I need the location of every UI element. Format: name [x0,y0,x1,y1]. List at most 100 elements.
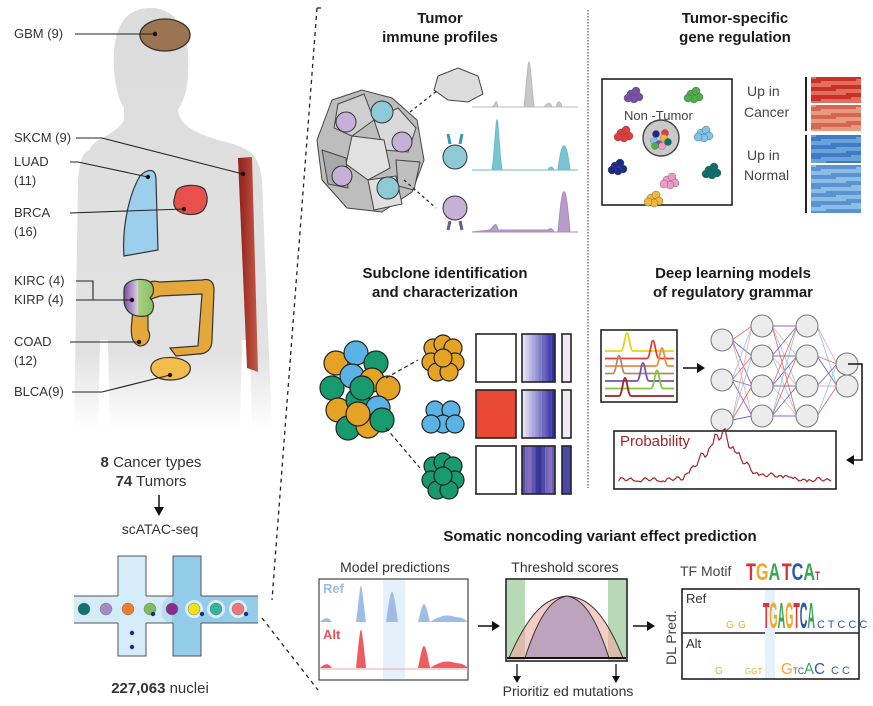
nn-edge [816,325,838,387]
subclone-cell [433,348,453,368]
label-brca-count: (16) [14,224,38,239]
heatmap-cell [826,143,831,145]
peak-stripe [545,334,549,382]
heatmap-cell [826,139,831,141]
cluster-cell [683,93,693,103]
heatmap-cell [816,123,821,125]
heatmap-cell [811,159,816,161]
heatmap-cell [856,81,861,83]
heatmap-cell [826,89,831,91]
heatmap-cell [856,155,861,157]
cluster-cell [693,132,703,142]
cluster-cell [623,93,633,103]
heatmap-cell [811,209,816,211]
peak-stripe [545,390,549,438]
output-arrow-connector [846,363,863,465]
heatmap-cell [841,195,846,197]
heatmap-cell [831,149,836,151]
heatmap-cell [811,155,816,157]
non-tumor-label: Non -Tumor [624,108,693,123]
heatmap-cell [816,181,821,183]
input-tracks [600,329,678,403]
heatmap-cell [821,123,826,125]
model-predictions-label: Model predictions [340,559,450,575]
peak-stripe [548,334,552,382]
heatmap-cell [856,159,861,161]
heatmap-cell [851,127,856,129]
tumor-cell-cluster [316,89,425,213]
heatmap-cell [841,125,846,127]
mixed-cell [664,138,672,146]
peak-stripe [551,446,556,494]
heatmap-cell [816,177,821,179]
heatmap-cell [826,145,831,147]
heatmap-cell [816,211,821,213]
bladder-blca [150,356,191,381]
heatmap-cell [816,83,821,85]
heatmap-cell [846,175,851,177]
heatmap-cell [811,105,816,107]
heatmap-cell [816,121,821,123]
colon-coad [130,278,215,357]
heatmap-cell [851,189,856,191]
heatmap-cell [811,127,816,129]
heatmap-cell [816,85,821,87]
input-track [605,362,674,382]
peak-stripe [541,334,546,382]
heatmap-cell [841,185,846,187]
heatmap-cell [856,87,861,89]
heatmap-cell [831,177,836,179]
heatmap-cell [826,87,831,89]
heatmap-cell [821,169,826,171]
heatmap-cell [841,151,846,153]
heatmap-cell [856,137,861,139]
heatmap-cell [826,135,831,137]
heatmap-cell [826,173,831,175]
heatmap-cell [811,115,816,117]
heatmap-cell [831,81,836,83]
heatmap-cell [836,187,841,189]
heatmap-cell [831,143,836,145]
heatmap-cell [851,89,856,91]
heatmap-cell [851,169,856,171]
heatmap-cell [821,135,826,137]
heatmap-cell [856,191,861,193]
peak-stripe [525,446,529,494]
heatmap-cell [846,137,851,139]
heatmap-cell [841,153,846,155]
heatmap-cell [856,189,861,191]
heatmap-cell [831,165,836,167]
heatmap-cell [836,159,841,161]
heatmap-cell [841,197,846,199]
heatmap-cell [856,121,861,123]
heatmap-cell [836,171,841,173]
heatmap-cell [821,127,826,129]
heatmap-cell [836,143,841,145]
heatmap-cell [836,115,841,117]
heatmap-cell [836,193,841,195]
svg-text:TGAGTCA: TGAGTCA [763,595,815,636]
heatmap-cell [836,95,841,97]
heatmap-cell [816,101,821,103]
heatmap-cell [856,181,861,183]
heatmap-cell [821,107,826,109]
cluster-cell [607,165,617,175]
heatmap-cell [831,111,836,113]
heatmap-cell [816,79,821,81]
droplet [77,602,91,616]
heatmap-cell [836,107,841,109]
heatmap-cell [841,139,846,141]
heatmap-cell [836,77,841,79]
heatmap-cell [836,195,841,197]
nn-node [795,404,819,428]
prioritized-mutations-label: Prioritiz ed mutations [502,683,634,699]
heatmap-cell [836,127,841,129]
heatmap-cell [851,99,856,101]
heatmap-cell [841,87,846,89]
heatmap-cell [816,165,821,167]
heatmap-cell [831,205,836,207]
heatmap-cell [851,135,856,137]
heatmap-cell [846,123,851,125]
heatmap-cell [826,83,831,85]
nn-edge [731,325,753,341]
